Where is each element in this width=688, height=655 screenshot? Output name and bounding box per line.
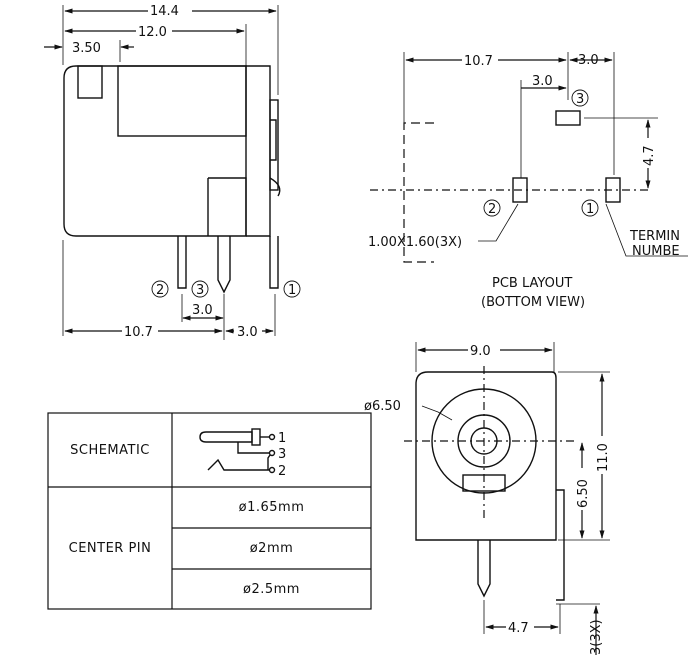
side-pin-label-2: 2	[156, 283, 164, 298]
pcb-dim-span: 10.7	[464, 54, 493, 69]
pcb-caption-line2: (BOTTOM VIEW)	[481, 295, 585, 310]
center-pin-label: CENTER PIN	[68, 540, 152, 556]
front-dim-pin-offset: 4.7	[508, 621, 529, 636]
jack-body-outline	[63, 65, 247, 237]
side-pin-label-1: 1	[288, 283, 296, 298]
schematic-pin-1: 1	[278, 431, 286, 446]
pcb-dim-vertical: 4.7	[642, 145, 657, 166]
pcb-pin-label-3: 3	[576, 92, 584, 107]
pcb-pad-3	[555, 110, 581, 126]
side-view: 14.4 12.0 3.50 2 3 1	[44, 3, 301, 340]
side-dim-pin-pitch-a: 3.0	[192, 303, 213, 318]
pcb-pad-1	[605, 177, 621, 203]
side-dim-body: 12.0	[138, 25, 167, 40]
pcb-dim-top-right: 3.0	[578, 53, 599, 68]
front-side-terminal	[556, 489, 565, 601]
side-dim-front: 3.50	[72, 41, 101, 56]
pcb-pad-note: 1.00X1.60(3X)	[368, 235, 462, 250]
schematic-pin-3: 3	[278, 447, 286, 462]
pcb-pin-label-1: 1	[586, 202, 594, 217]
side-pin-2	[177, 236, 187, 289]
schematic-symbol: 1 3 2	[199, 428, 286, 479]
center-pin-option-1: ø1.65mm	[238, 500, 305, 515]
side-dim-overall: 14.4	[150, 4, 179, 19]
jack-front-notch	[77, 65, 103, 99]
schematic-pin-2: 2	[278, 464, 286, 479]
side-pin-label-3: 3	[196, 283, 204, 298]
front-dim-pin-note: 3(3X)	[589, 619, 604, 655]
front-center-leg	[477, 540, 491, 598]
center-pin-option-2: ø2mm	[249, 541, 294, 556]
front-dim-center-height: 6.50	[576, 479, 591, 508]
pcb-pin-label-2: 2	[488, 202, 496, 217]
spec-table: SCHEMATIC CENTER PIN ø1.65mm ø2mm ø2.5mm	[48, 413, 371, 609]
center-pin-option-3: ø2.5mm	[243, 581, 300, 597]
side-dim-pin-pitch-b: 3.0	[237, 325, 258, 340]
schematic-label: SCHEMATIC	[70, 442, 150, 458]
pcb-terminal-note-line1: TERMIN	[629, 229, 680, 244]
jack-rear-bump	[270, 119, 277, 161]
jack-socket-slot	[117, 65, 247, 137]
jack-rear-wall	[246, 65, 271, 237]
pcb-dim-pin3-offset: 3.0	[532, 74, 553, 89]
front-dim-height: 11.0	[596, 443, 611, 472]
pcb-caption-line1: PCB LAYOUT	[492, 276, 572, 291]
front-housing	[415, 371, 557, 541]
jack-rear-tab	[269, 99, 279, 191]
side-pin-3	[217, 236, 231, 294]
jack-inner-terminal	[207, 177, 247, 236]
front-view: 9.0 ø6.50 6.50 11.0 4.7	[364, 342, 611, 655]
spec-table-grid	[47, 412, 372, 610]
pcb-pad-2	[512, 177, 528, 203]
pcb-terminal-note-line2: NUMBE	[632, 244, 680, 259]
side-pin-1	[269, 236, 279, 289]
front-dim-width: 9.0	[470, 344, 491, 359]
front-dim-diameter: ø6.50	[364, 399, 401, 414]
side-dim-pin-span: 10.7	[124, 325, 153, 340]
pcb-layout-view: 10.7 3.0 3.0 3 2 1 4.7 1.00X1.60(3X)	[368, 52, 688, 310]
